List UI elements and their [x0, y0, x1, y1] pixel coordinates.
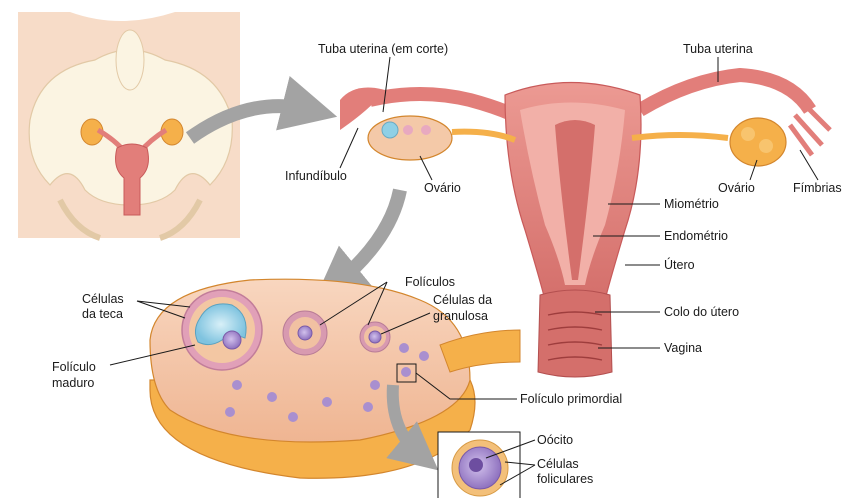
zoom-oocyte-nucleus: [469, 458, 483, 472]
arrow-to-ovary-section: [335, 190, 400, 285]
mature-follicle-oocyte: [223, 331, 241, 349]
primordial-follicle: [267, 392, 277, 402]
primordial-follicle: [288, 412, 298, 422]
left-uterine-tube: [370, 94, 520, 118]
label-vagina: Vagina: [664, 341, 702, 355]
label-celulas-teca-1: Células: [82, 292, 124, 306]
primordial-zoom-inset: [438, 432, 520, 498]
label-infundibulo: Infundíbulo: [285, 169, 347, 183]
label-fimbrias: Fímbrias: [793, 181, 842, 195]
primordial-follicle: [225, 407, 235, 417]
label-utero: Útero: [664, 257, 695, 272]
label-colo-utero: Colo do útero: [664, 305, 739, 319]
right-ovary-bump: [741, 127, 755, 141]
label-foliculo-primordial: Folículo primordial: [520, 392, 622, 406]
primordial-follicle: [363, 402, 373, 412]
label-foliculo-maduro-2: maduro: [52, 376, 94, 390]
primordial-follicle: [370, 380, 380, 390]
left-ovarian-ligament: [452, 132, 515, 140]
spine-bone: [116, 30, 144, 90]
label-foliculares-2: foliculares: [537, 472, 593, 486]
left-ovary-follicle: [382, 122, 398, 138]
label-oocito: Oócito: [537, 433, 573, 447]
label-tuba-corte: Tuba uterina (em corte): [318, 42, 448, 56]
right-uterine-tube: [640, 75, 810, 110]
leader-infundibulo: [340, 128, 358, 168]
label-ovario-right: Ovário: [718, 181, 755, 195]
right-ovary: [730, 118, 786, 166]
secondary-follicle-oocyte: [298, 326, 312, 340]
primordial-follicle: [401, 367, 411, 377]
right-ovarian-ligament: [632, 135, 728, 138]
label-foliculares-1: Células: [537, 457, 579, 471]
label-tuba-uterina: Tuba uterina: [683, 42, 753, 56]
label-granulosa-2: granulosa: [433, 309, 488, 323]
primordial-follicle: [322, 397, 332, 407]
primordial-follicle: [419, 351, 429, 361]
fimbriae-shape: [790, 100, 830, 155]
label-celulas-teca-2: da teca: [82, 307, 123, 321]
label-granulosa-1: Células da: [433, 293, 492, 307]
primordial-follicle: [232, 380, 242, 390]
cervix-vagina: [538, 290, 612, 377]
right-ovary-bump-2: [759, 139, 773, 153]
primordial-follicle: [399, 343, 409, 353]
leader-ovario-left: [420, 156, 432, 180]
label-foliculos: Folículos: [405, 275, 455, 289]
primary-follicle-oocyte: [369, 331, 381, 343]
left-ovary-follicle-small-2: [421, 125, 431, 135]
left-ovary-follicle-small: [403, 125, 413, 135]
label-miometrio: Miométrio: [664, 197, 719, 211]
label-endometrio: Endométrio: [664, 229, 728, 243]
label-ovario-left: Ovário: [424, 181, 461, 195]
label-foliculo-maduro-1: Folículo: [52, 360, 96, 374]
left-ovary-cut: [368, 116, 452, 160]
